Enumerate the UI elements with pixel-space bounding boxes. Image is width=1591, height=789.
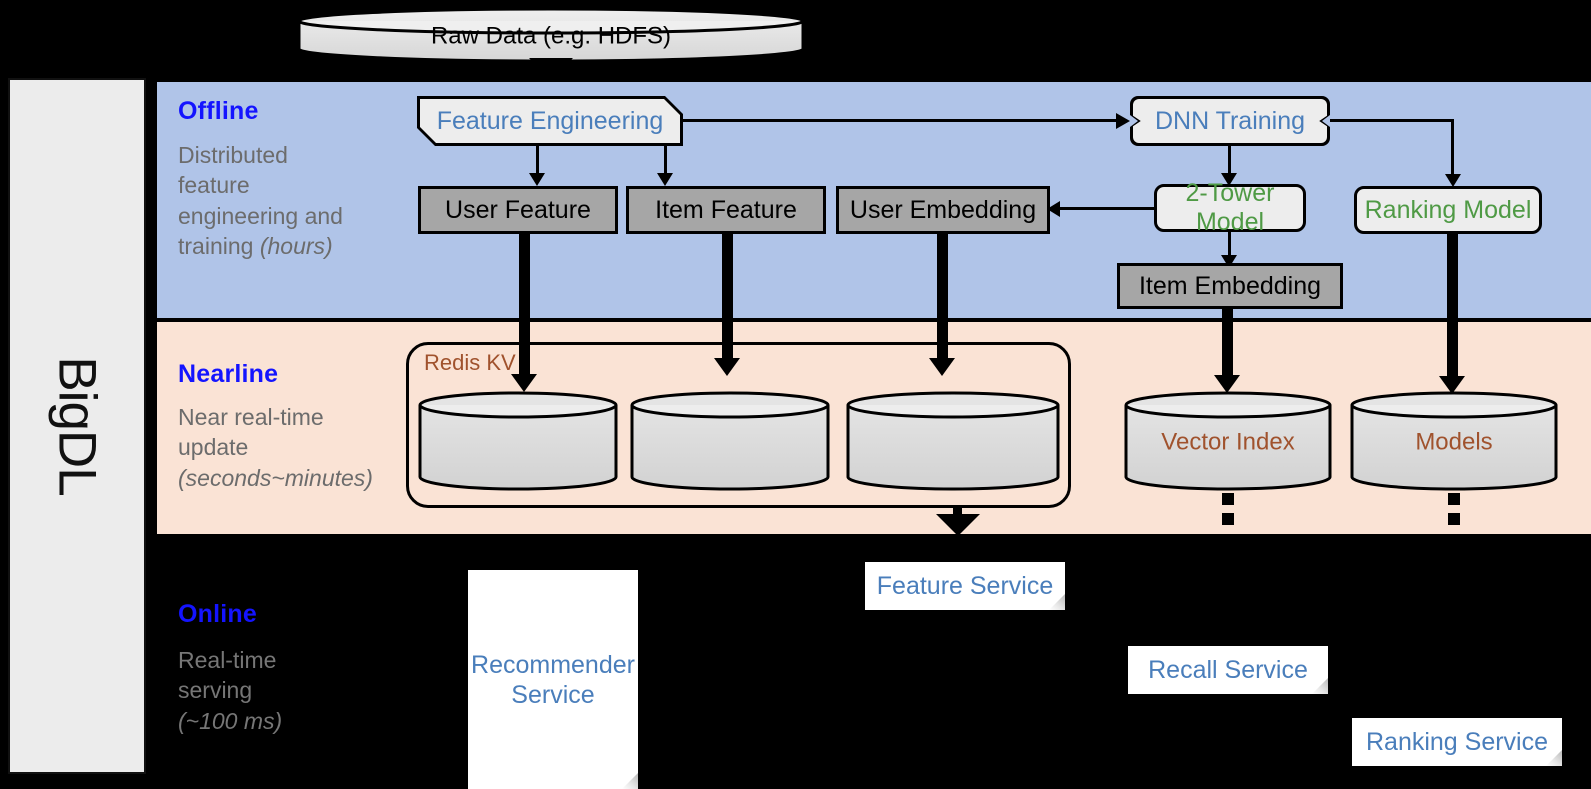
recommender-service-body [468,570,638,789]
ranking-service-node[interactable]: Ranking Service [1352,718,1562,766]
offline-desc-l3: engineering and [178,202,343,229]
raw-data-cylinder: Raw Data (e.g. HDFS) [296,6,806,64]
ranking-model-node[interactable]: Ranking Model [1354,186,1542,234]
arrow-fe-to-userfeature-line [536,146,539,178]
pipe-userfeature-head [511,374,537,392]
redis-kv-label: Redis KV [424,350,516,375]
pipe-itemembedding-line [1222,309,1233,381]
recommender-service-node[interactable]: Recommender Service [468,570,638,789]
vector-index-cylinder[interactable]: Vector Index [1124,391,1332,491]
user-feature-label: User Feature [445,195,591,224]
user-embedding-store-cylinder[interactable] [846,391,1060,491]
arrow-dnn-to-ranking-h [1330,119,1454,122]
item-feature-store-cylinder[interactable] [630,391,830,491]
connector-models-dot1 [1448,493,1460,505]
nearline-section-title: Nearline [178,360,279,388]
user-embedding-node[interactable]: User Embedding [836,186,1050,234]
connector-vectorindex-dot1 [1222,493,1234,505]
offline-desc-italic: (hours) [259,233,333,260]
connector-models-dot2 [1448,513,1460,525]
item-embedding-node[interactable]: Item Embedding [1117,263,1343,309]
pipe-userembedding-head [929,358,955,376]
nearline-desc-italic: (seconds~minutes) [178,464,373,491]
arrow-fe-to-itemfeature-line [664,146,667,178]
feature-service-label: Feature Service [876,572,1054,600]
two-tower-model-label: 2-Tower Model [1185,179,1275,236]
arrow-fe-to-itemfeature-head [657,173,673,186]
arrow-dnn-to-twotower-head [1221,173,1237,186]
bigdl-label: BigDL [47,356,107,496]
arrow-twotower-to-itemembedding-line [1228,232,1231,260]
arrow-dnn-to-ranking-head [1445,174,1461,187]
arrow-rawdata-to-fe-head [529,58,573,80]
feature-service-node[interactable]: Feature Service [865,562,1065,610]
recommender-service-line1: Recommender [471,650,635,679]
feature-engineering-node[interactable]: Feature Engineering [417,96,683,146]
online-section-description: Real-time serving (~100 ms) [178,645,403,736]
connector-redis-to-featureservice-stub [953,508,962,516]
connector-vectorindex-dot2 [1222,513,1234,525]
recommender-service-line2: Service [511,680,595,709]
two-tower-model-node[interactable]: 2-Tower Model [1154,179,1306,236]
nearline-desc-l2: update [178,434,249,461]
dnn-training-label: DNN Training [1154,106,1306,135]
pipe-itemfeature-head [714,358,740,376]
recommender-service-text: Recommender Service [468,570,638,789]
arrow-dnn-to-twotower-line [1228,146,1231,178]
pipe-itemembedding-head [1214,375,1240,393]
offline-desc-l4: training [178,233,260,260]
connector-redis-to-featureservice-head [936,514,980,536]
online-desc-l2: serving [178,677,253,704]
pipe-rankingmodel-line [1447,234,1458,382]
arrow-twotower-to-userembedding-head [1047,201,1060,217]
arrow-fe-to-dnn-head [1116,113,1130,129]
ranking-service-label: Ranking Service [1365,728,1549,756]
dnn-training-node[interactable]: DNN Training [1130,96,1330,146]
arrow-dnn-to-ranking-v [1451,119,1454,177]
pipe-rankingmodel-head [1439,376,1465,394]
recall-service-body [1128,646,1328,694]
ranking-service-body [1352,718,1562,766]
user-embedding-label: User Embedding [849,195,1037,224]
offline-desc-l2: feature [178,172,250,199]
pipe-userembedding-line [937,234,948,364]
item-feature-node[interactable]: Item Feature [626,186,826,234]
nearline-section-description: Near real-time update (seconds~minutes) [178,402,418,493]
online-desc-italic: (~100 ms) [178,707,283,734]
user-feature-node[interactable]: User Feature [418,186,618,234]
arrow-fe-to-dnn-line [683,119,1117,122]
feature-engineering-label: Feature Engineering [436,106,664,135]
nearline-desc-l1: Near real-time [178,404,324,430]
recall-service-label: Recall Service [1148,656,1308,684]
feature-service-body [865,562,1065,610]
arrow-twotower-to-userembedding-line [1058,207,1156,210]
dnn-training-body: DNN Training [1133,99,1327,143]
offline-section-title: Offline [178,97,259,125]
offline-desc-l1: Distributed [178,142,288,168]
recall-service-node[interactable]: Recall Service [1128,646,1328,694]
pipe-userfeature-line [519,234,530,380]
pipe-itemfeature-line [722,234,733,364]
feature-service-text: Feature Service [865,562,1065,610]
ranking-service-text: Ranking Service [1352,718,1562,766]
models-cylinder[interactable]: Models [1350,391,1558,491]
ranking-model-label: Ranking Model [1364,195,1532,224]
item-embedding-label: Item Embedding [1138,271,1322,300]
arrow-fe-to-userfeature-head [529,173,545,186]
feature-engineering-body: Feature Engineering [420,99,680,143]
online-section-title: Online [178,600,257,628]
redis-kv-group [406,342,1071,508]
offline-section-description: Distributed feature engineering and trai… [178,140,403,261]
user-feature-store-cylinder[interactable] [418,391,618,491]
recall-service-text: Recall Service [1128,646,1328,694]
item-feature-label: Item Feature [655,195,797,224]
bigdl-platform-rail: BigDL [8,78,146,774]
online-desc-l1: Real-time [178,647,277,673]
